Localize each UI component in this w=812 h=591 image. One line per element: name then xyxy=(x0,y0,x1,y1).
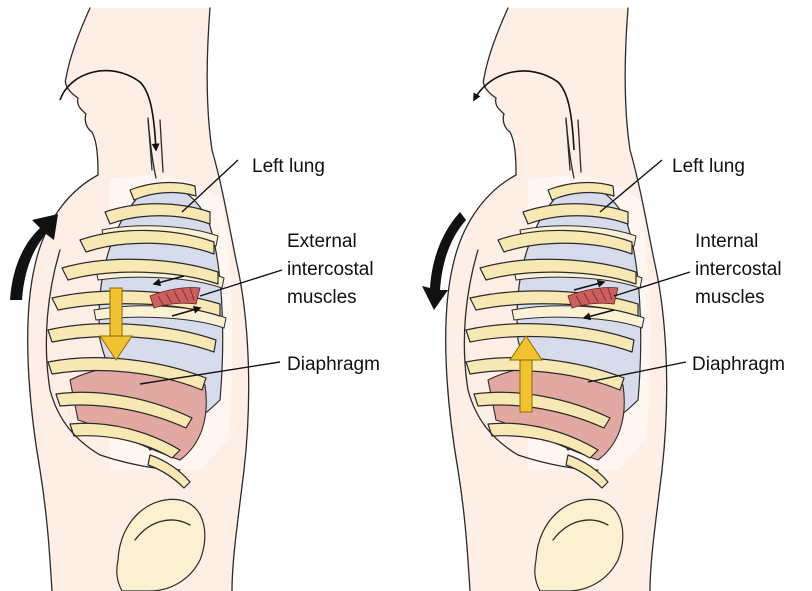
label-intercostal-line2: intercostal xyxy=(695,259,782,280)
label-left-lung: Left lung xyxy=(252,156,325,177)
label-intercostal-line1: External xyxy=(287,231,357,252)
panel-exhalation: Left lung Internal intercostal muscles D… xyxy=(422,8,785,591)
label-left-lung: Left lung xyxy=(672,156,745,177)
torso-illustration xyxy=(28,8,249,591)
panel-inhalation: Left lung External intercostal muscles D… xyxy=(10,8,380,591)
label-intercostal-line2: intercostal xyxy=(287,259,374,280)
torso-illustration xyxy=(446,8,667,591)
label-diaphragm: Diaphragm xyxy=(692,354,785,375)
label-diaphragm: Diaphragm xyxy=(287,354,380,375)
label-intercostal-line1: Internal xyxy=(695,231,758,252)
label-intercostal-line3: muscles xyxy=(287,287,357,308)
label-intercostal-line3: muscles xyxy=(695,287,765,308)
